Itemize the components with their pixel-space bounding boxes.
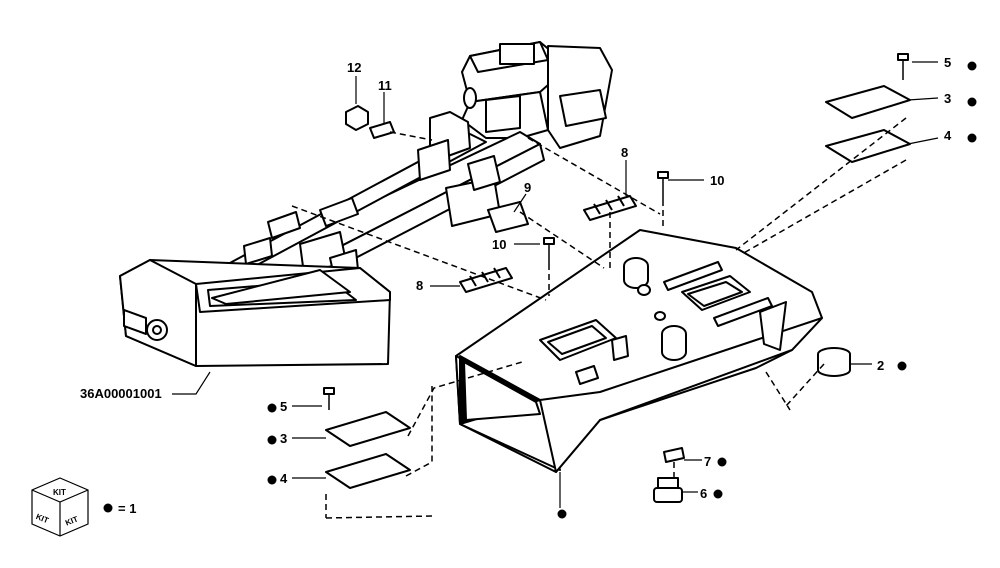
plate-3-right: [825, 85, 911, 119]
kit-legend-text: = 1: [118, 501, 136, 516]
plug-7: [663, 447, 685, 463]
bolt-11: [369, 121, 395, 139]
callout-5-left: 5: [280, 399, 287, 414]
hardware: [323, 53, 911, 503]
callout-labels: 12 11 5 3 4 8 10 9 10 8 2 5 3 4 7 6 36A0…: [80, 55, 952, 501]
callout-4-left: 4: [280, 471, 288, 486]
gasket-4-left: [325, 453, 411, 489]
assembly-code-label: 36A00001001: [80, 386, 162, 401]
screw-5-left: [323, 387, 335, 410]
bullet-markers: [103, 61, 977, 519]
screw-5-right: [897, 53, 909, 80]
gasket-4-right: [825, 129, 911, 163]
deck-housing: [455, 229, 823, 473]
kit-legend: KIT KIT KIT = 1: [31, 477, 136, 537]
nut-12: [345, 105, 369, 131]
callout-4-right: 4: [944, 128, 952, 143]
bolt-10-lower: [543, 237, 555, 264]
kit-label-top: KIT: [53, 488, 66, 497]
kit-cube-icon: KIT KIT KIT: [31, 477, 89, 537]
callout-8-upper: 8: [621, 145, 628, 160]
callout-12: 12: [347, 60, 361, 75]
bolt-10-upper: [657, 171, 669, 200]
assembly-lines: [291, 117, 907, 519]
fitting-6: [653, 477, 683, 503]
callout-2: 2: [877, 358, 884, 373]
callout-3-left: 3: [280, 431, 287, 446]
callout-10-upper: 10: [710, 173, 724, 188]
callout-7: 7: [704, 454, 711, 469]
callout-8-lower: 8: [416, 278, 423, 293]
callout-10-lower: 10: [492, 237, 506, 252]
frame-tongue: [119, 41, 613, 367]
callout-3-right: 3: [944, 91, 951, 106]
callout-11: 11: [378, 78, 392, 93]
callout-9: 9: [524, 180, 531, 195]
leader-lines: [172, 61, 939, 508]
cap-2: [817, 347, 851, 377]
clip-9: [487, 201, 529, 233]
callout-6: 6: [700, 486, 707, 501]
plate-3-left: [325, 411, 411, 447]
callout-5-right: 5: [944, 55, 951, 70]
